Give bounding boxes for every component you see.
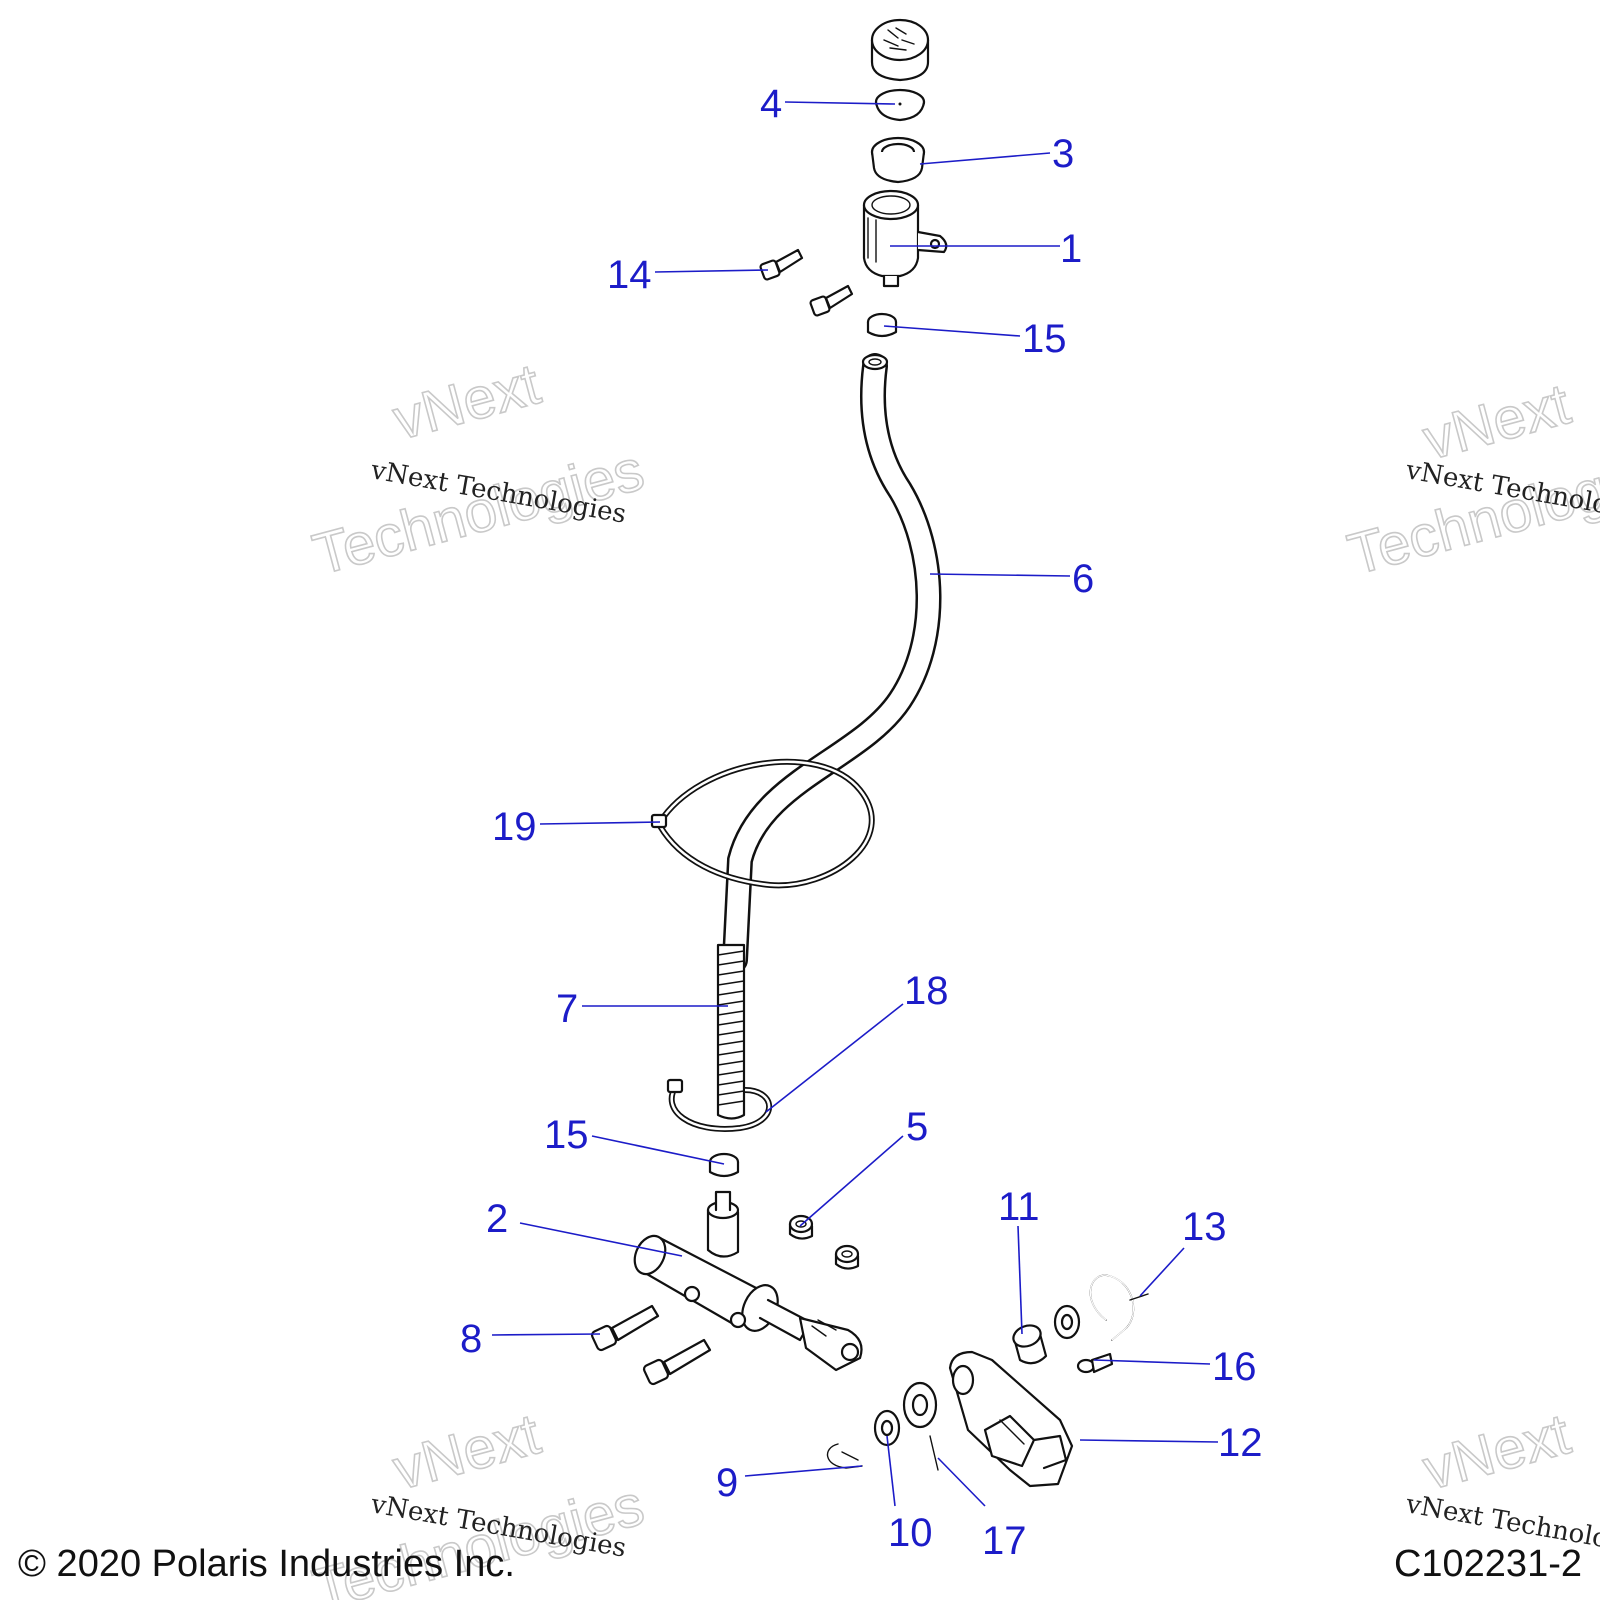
callout-16: 16 [1212,1345,1257,1389]
watermark-bottom-right: vNext vNext Technologies [1403,1401,1600,1564]
reservoir-cap-part [870,18,930,82]
callout-11: 11 [998,1185,1040,1229]
figure-id: C102231-2 [1394,1543,1582,1585]
pivot-bushing-part [1012,1324,1048,1365]
copyright-notice: © 2020 Polaris Industries Inc. [18,1543,515,1585]
callout-19: 19 [492,805,537,849]
bolt-part [642,1338,712,1386]
cotter-pin-part [929,1435,939,1471]
hose-part [722,353,942,973]
washer-part [873,1409,901,1447]
watermark-big-line1: vNext [387,1401,547,1502]
diaphragm-part [874,88,926,122]
callout-15-upper: 15 [1022,317,1067,361]
cable-tie-part [666,1078,772,1132]
watermark-top-left: vNext Technologies vNext Technologies [306,351,651,589]
callout-9: 9 [716,1461,738,1505]
callout-13: 13 [1182,1205,1227,1249]
hose-clamp-part [866,312,898,338]
seal-ring-part [870,136,926,184]
callout-15-lower: 15 [544,1113,589,1157]
hose-clamp-part [708,1152,740,1178]
watermark-big-line1: vNext [1417,1401,1577,1502]
pin-part [1076,1352,1114,1374]
watermark-big-line1: vNext [1417,371,1577,472]
bolt-part [590,1304,660,1352]
screw-part [759,248,804,281]
protective-sleeve-part [716,943,746,1120]
leader-lines [491,101,1219,1507]
callout-6: 6 [1072,557,1094,601]
screw-part [809,284,854,317]
cable-tie-loop-part [650,758,875,889]
bushing-part [834,1244,860,1270]
spacer-part [902,1381,938,1429]
pedal-arm-part [948,1350,1074,1488]
callout-14: 14 [607,253,652,297]
callout-8: 8 [460,1317,482,1361]
callout-1: 1 [1060,227,1082,271]
callout-5: 5 [906,1105,928,1149]
reservoir-body-part [862,189,948,288]
callout-10: 10 [888,1511,933,1555]
callout-3: 3 [1052,132,1074,176]
callout-7: 7 [556,987,578,1031]
callout-4: 4 [760,82,782,126]
master-cylinder-part [633,1190,863,1372]
watermark-top-right: vNext Technologies vNext Technologies [1341,371,1600,589]
retaining-clip-part [826,1443,863,1469]
callout-labels: 4 3 1 14 15 6 19 7 18 15 5 2 11 13 8 16 … [460,82,1263,1563]
watermark-big-line1: vNext [387,351,547,452]
callout-17: 17 [982,1519,1027,1563]
callout-2: 2 [486,1197,508,1241]
return-spring-part [1089,1274,1149,1341]
callout-12: 12 [1218,1421,1263,1465]
callout-18: 18 [904,969,949,1013]
washer-part [1053,1304,1081,1340]
